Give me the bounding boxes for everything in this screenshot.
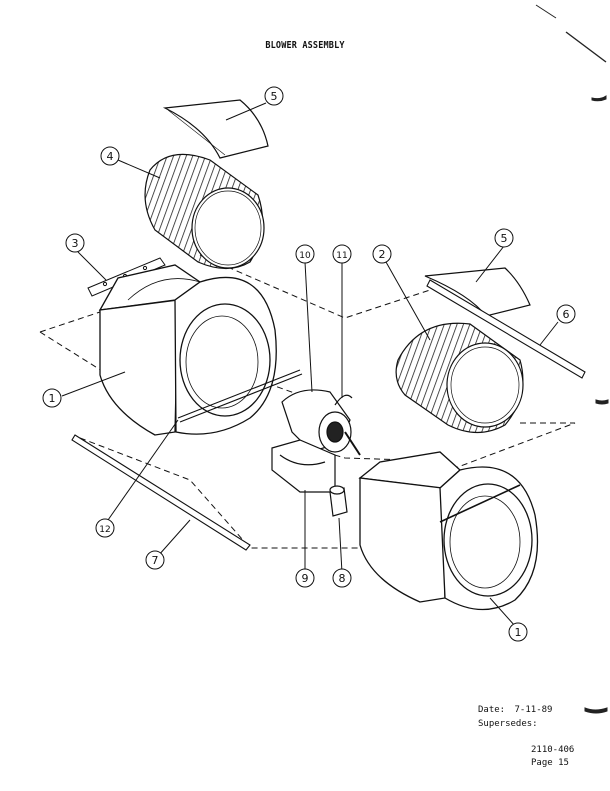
callout-11: 11 <box>336 251 347 261</box>
callout-9: 9 <box>302 572 309 585</box>
callout-8: 8 <box>339 572 346 585</box>
date-line: Date: 7-11-89 <box>478 704 552 717</box>
callout-6: 6 <box>563 308 570 321</box>
capacitor <box>329 485 348 517</box>
callout-12: 12 <box>99 525 110 535</box>
cutoff-plate-right <box>424 267 531 317</box>
page-number: Page 15 <box>531 758 569 768</box>
blower-wheel-right <box>395 322 524 434</box>
callout-3: 3 <box>72 237 79 250</box>
supersedes-label: Supersedes: <box>478 719 538 729</box>
callout-7: 7 <box>152 554 159 567</box>
callout-1-right: 1 <box>515 626 522 639</box>
cutoff-plate-upper <box>162 99 269 159</box>
document-number: 2110-406 <box>531 745 575 755</box>
callout-2: 2 <box>379 248 386 261</box>
scan-marks <box>535 4 609 714</box>
date-label: Date: <box>478 705 506 715</box>
callout-1-left: 1 <box>49 392 56 405</box>
callout-10: 10 <box>299 251 311 261</box>
page-title: BLOWER ASSEMBLY <box>265 40 345 51</box>
callout-4: 4 <box>107 150 114 163</box>
blower-housing-left <box>98 264 277 436</box>
blower-housing-right <box>358 451 539 611</box>
side-strip <box>426 279 586 379</box>
base-strip <box>71 434 251 551</box>
callout-5-upper: 5 <box>271 90 278 103</box>
callout-5-right: 5 <box>501 232 508 245</box>
shaft <box>177 369 303 423</box>
motor <box>281 389 361 456</box>
leader-lines <box>61 102 559 627</box>
blower-wheel-upper <box>144 153 265 270</box>
date-value: 7-11-89 <box>514 705 553 715</box>
